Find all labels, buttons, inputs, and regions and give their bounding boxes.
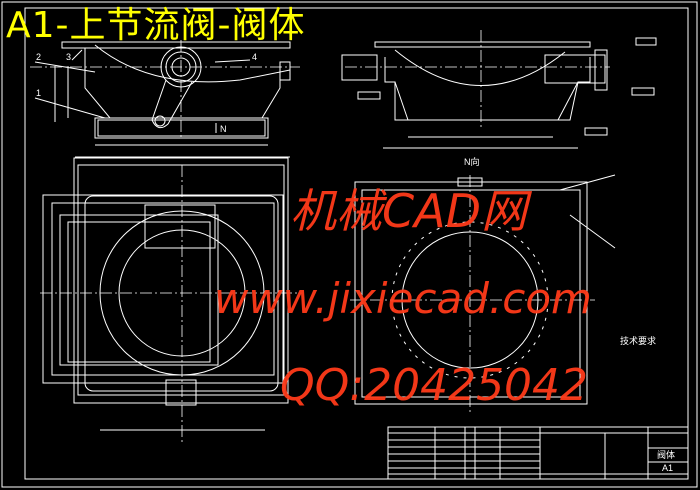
title-block-part-name: 阀体 [657,449,675,460]
section-view [341,30,657,149]
watermark-qq: QQ:20425042 [280,360,589,411]
plan-view [40,157,300,445]
watermark-url: www.jixiecad.com [214,274,592,323]
view-marker-n: N [220,124,227,134]
part-label-4: 4 [252,52,257,62]
tech-requirements-heading: 技术要求 [620,335,656,346]
title-block-sheet-size: A1 [662,463,673,473]
part-label-2: 2 [36,52,41,62]
front-elevation-view [30,40,300,158]
part-label-1: 1 [36,88,41,98]
drawing-title: A1-上节流阀-阀体 [6,5,306,46]
title-block [387,426,689,480]
view-label-n: N向 [464,156,480,167]
inner-frame [24,7,689,480]
n-direction-view [350,174,616,415]
part-label-3: 3 [66,52,71,62]
watermark-site-name: 机械CAD网 [290,184,528,238]
